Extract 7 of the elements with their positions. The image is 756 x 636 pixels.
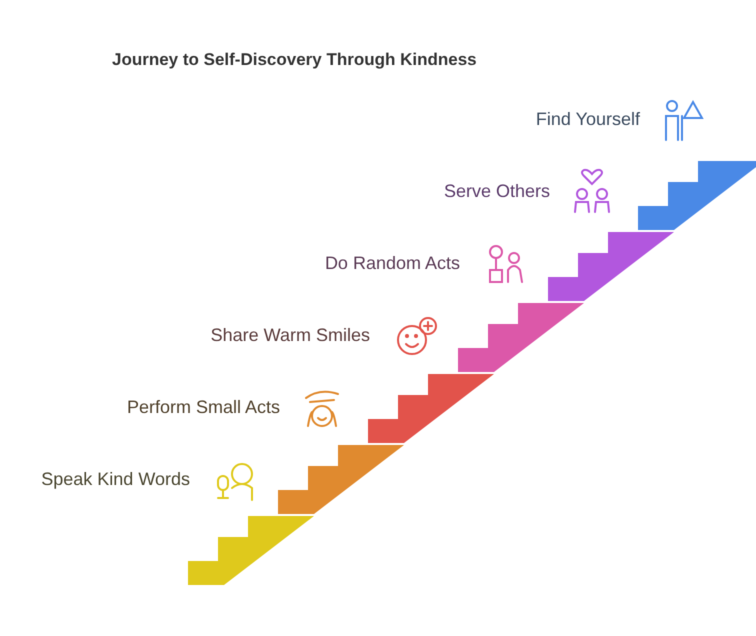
step-label: Perform Small Acts bbox=[126, 397, 280, 418]
title: Journey to Self-Discovery Through Kindness bbox=[112, 50, 477, 70]
step-label: Do Random Acts bbox=[324, 253, 460, 274]
step-label: Speak Kind Words bbox=[41, 469, 190, 490]
step-label: Serve Others bbox=[444, 181, 550, 202]
step-label: Share Warm Smiles bbox=[210, 325, 370, 346]
step-label: Find Yourself bbox=[536, 109, 640, 130]
